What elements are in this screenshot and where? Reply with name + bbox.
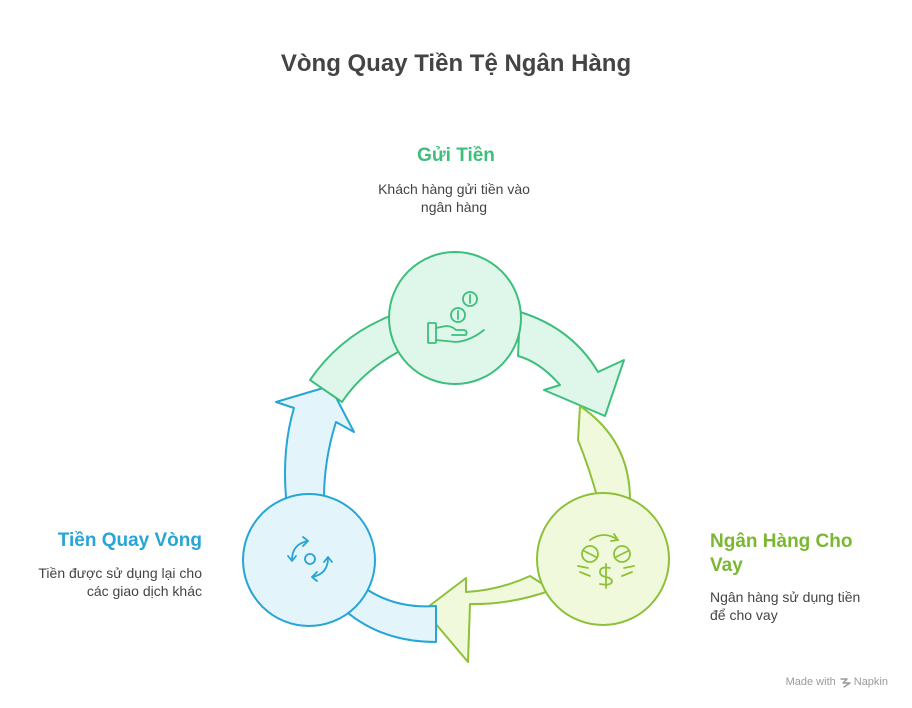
- deposit-description-line: ngân hàng: [420, 199, 488, 215]
- cycle-node: [242, 493, 376, 627]
- refresh-cycle-icon: [287, 536, 333, 582]
- loan-description-line: Ngân hàng sử dụng tiền: [710, 589, 861, 605]
- cycle-description: Tiền được sử dụng lại cho các giao dịch …: [0, 564, 202, 600]
- cycle-title: Tiền Quay Vòng: [57, 530, 202, 551]
- brand-name: Napkin: [853, 676, 888, 688]
- money-face-icon: [577, 533, 635, 589]
- loan-description: Ngân hàng sử dụng tiền để cho vay: [710, 588, 890, 624]
- loan-title-line: Vay: [710, 555, 743, 576]
- deposit-title: Gửi Tiền: [417, 145, 495, 166]
- page-title: Vòng Quay Tiền Tệ Ngân Hàng: [280, 50, 632, 77]
- deposit-description-line: Khách hàng gửi tiền vào: [378, 181, 530, 197]
- loan-title-line: Ngân Hàng Cho: [710, 531, 853, 552]
- hand-coins-icon: [427, 291, 485, 344]
- arrow-deposit-to-loan: [517, 311, 625, 417]
- arrow-loan-to-cycle: [577, 405, 631, 501]
- made-with-text: Made with: [785, 676, 836, 688]
- napkin-logo-icon: [840, 677, 851, 688]
- loan-description-line: để cho vay: [710, 607, 778, 623]
- cycle-description-line: các giao dịch khác: [86, 583, 202, 599]
- arrow-cycle-to-deposit-tail: [309, 315, 399, 403]
- deposit-node: [388, 251, 522, 385]
- loan-node: [536, 492, 670, 626]
- cycle-description-line: Tiền được sử dụng lại cho: [38, 565, 202, 581]
- deposit-description: Khách hàng gửi tiền vào ngân hàng: [354, 180, 554, 216]
- brand: Napkin: [840, 676, 888, 688]
- arrow-loan-to-cycle-head: [423, 575, 553, 663]
- loan-title: Ngân Hàng Cho Vay: [710, 530, 890, 578]
- footer-credit[interactable]: Made with Napkin: [786, 676, 888, 688]
